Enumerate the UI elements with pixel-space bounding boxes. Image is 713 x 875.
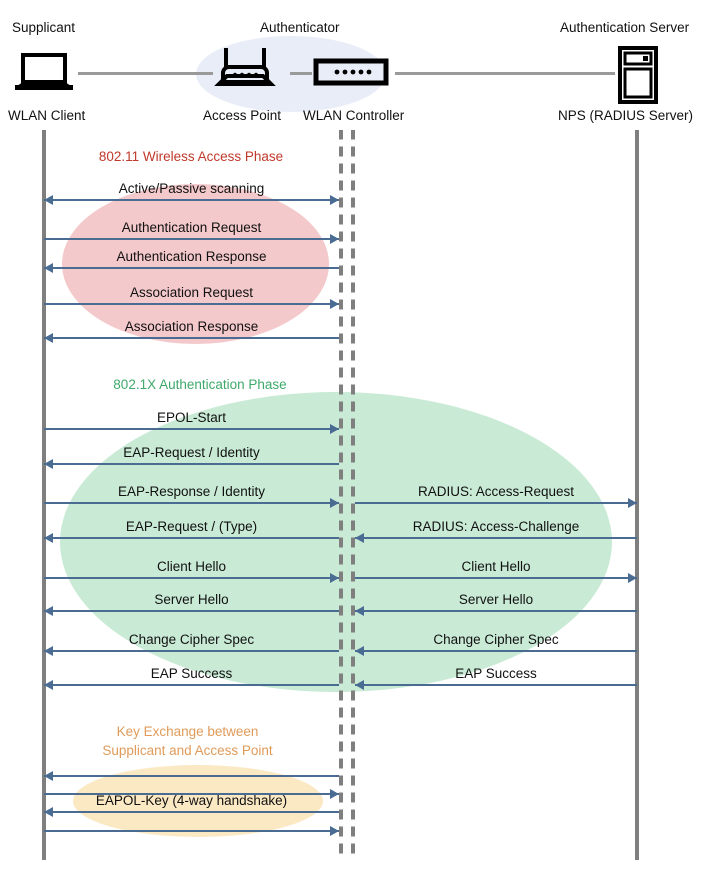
server-tower-icon: [617, 46, 659, 109]
actor-title-authentication-server: Authentication Server: [560, 20, 690, 35]
message-line-eapol-key-3: [44, 811, 339, 813]
message-line-change-cipher-spec-right: [355, 650, 637, 652]
arrowhead-left-eapol-key-3: [44, 807, 53, 817]
arrowhead-left-association-response: [44, 333, 53, 343]
lifeline-authentication-server: [635, 130, 639, 860]
arrowhead-left-authentication-response: [44, 263, 53, 273]
phase-label-key-exchange-line1: Key Exchange between: [116, 724, 259, 739]
lifeline-authenticator-a: [339, 130, 343, 860]
message-label-radius-access-challenge: RADIUS: Access-Challenge: [412, 519, 580, 534]
message-label-eap-success-right: EAP Success: [455, 666, 537, 681]
actor-title-authenticator: Authenticator: [260, 20, 340, 35]
wire-ap-to-controller: [290, 72, 312, 75]
phase-ellipse-dot1x-authentication: [60, 392, 612, 692]
actor-caption-nps-radius-server: NPS (RADIUS Server): [558, 108, 694, 123]
message-line-radius-access-request: [355, 502, 637, 504]
arrowhead-right-radius-access-request: [628, 498, 637, 508]
message-label-server-hello-right: Server Hello: [458, 592, 534, 607]
message-line-eap-request-type: [44, 537, 339, 539]
wire-controller-to-server: [395, 72, 615, 75]
laptop-icon: [12, 52, 76, 99]
message-label-association-response: Association Response: [124, 319, 259, 334]
arrowhead-right-active-passive-scanning: [330, 195, 339, 205]
arrowhead-right-client-hello-right: [628, 573, 637, 583]
message-label-eap-success-left: EAP Success: [150, 666, 233, 681]
message-line-eap-request-identity: [44, 463, 339, 465]
message-label-change-cipher-spec-left: Change Cipher Spec: [128, 632, 255, 647]
arrowhead-right-eap-response-identity: [330, 498, 339, 508]
phase-label-key-exchange-line2: Supplicant and Access Point: [102, 743, 273, 758]
arrowhead-left-radius-access-challenge: [355, 533, 364, 543]
message-line-association-request: [44, 303, 339, 305]
message-label-server-hello-left: Server Hello: [154, 592, 229, 607]
wireless-router-icon: [213, 46, 277, 99]
arrowhead-left-change-cipher-spec-right: [355, 646, 364, 656]
message-line-eapol-key-2: [44, 793, 339, 795]
message-label-change-cipher-spec-right: Change Cipher Spec: [433, 632, 559, 647]
message-line-authentication-response: [44, 267, 339, 269]
message-line-eapol-key-1: [44, 775, 339, 777]
message-label-association-request: Association Request: [129, 285, 254, 300]
arrowhead-left-eap-request-type: [44, 533, 53, 543]
arrowhead-right-eapol-key-2: [330, 789, 339, 799]
message-line-authentication-request: [44, 238, 339, 240]
actor-caption-access-point: Access Point: [203, 108, 282, 123]
arrowhead-right-client-hello-left: [330, 573, 339, 583]
phase-ellipse-key-exchange: [73, 765, 323, 837]
arrowhead-right-eapol-key-4: [330, 826, 339, 836]
message-label-client-hello-left: Client Hello: [156, 559, 227, 574]
message-line-eap-response-identity: [44, 502, 339, 504]
message-label-authentication-request: Authentication Request: [121, 220, 262, 235]
arrowhead-left-eap-success-right: [355, 680, 364, 690]
arrowhead-left-active-passive-scanning: [44, 195, 53, 205]
phase-label-key-exchange: Key Exchange between Supplicant and Acce…: [80, 722, 295, 760]
message-line-eapol-start: [44, 428, 339, 430]
message-label-active-passive-scanning: Active/Passive scanning: [118, 181, 265, 196]
message-line-client-hello-right: [355, 577, 637, 579]
message-label-eap-request-type: EAP-Request / (Type): [125, 519, 258, 534]
arrowhead-left-eap-request-identity: [44, 459, 53, 469]
lifeline-authenticator-b: [351, 130, 355, 860]
message-label-eap-request-identity: EAP-Request / Identity: [123, 445, 260, 460]
actor-caption-wlan-client: WLAN Client: [8, 108, 86, 123]
message-line-eap-success-right: [355, 684, 637, 686]
message-label-eapol-start: EPOL-Start: [156, 410, 227, 425]
arrowhead-right-authentication-request: [330, 234, 339, 244]
arrowhead-left-eap-success-left: [44, 680, 53, 690]
lifeline-supplicant: [42, 130, 46, 860]
arrowhead-left-server-hello-right: [355, 606, 364, 616]
message-label-eap-response-identity: EAP-Response / Identity: [117, 484, 266, 499]
message-line-client-hello-left: [44, 577, 339, 579]
phase-label-dot1x-authentication: 802.1X Authentication Phase: [113, 377, 287, 392]
message-line-change-cipher-spec-left: [44, 650, 339, 652]
arrowhead-left-eapol-key-1: [44, 771, 53, 781]
message-label-eapol-key-3: EAPOL-Key (4-way handshake): [95, 793, 288, 808]
message-label-radius-access-request: RADIUS: Access-Request: [417, 484, 575, 499]
message-label-client-hello-right: Client Hello: [461, 559, 531, 574]
message-label-authentication-response: Authentication Response: [116, 249, 267, 264]
arrowhead-left-server-hello-left: [44, 606, 53, 616]
message-line-server-hello-right: [355, 610, 637, 612]
wire-client-to-ap: [78, 72, 213, 75]
message-line-association-response: [44, 337, 339, 339]
actor-caption-wlan-controller: WLAN Controller: [303, 108, 405, 123]
arrowhead-right-eapol-start: [330, 424, 339, 434]
phase-label-wireless-access: 802.11 Wireless Access Phase: [98, 149, 284, 164]
message-line-radius-access-challenge: [355, 537, 637, 539]
actor-title-supplicant: Supplicant: [12, 20, 76, 35]
message-line-eapol-key-4: [44, 830, 339, 832]
message-line-eap-success-left: [44, 684, 339, 686]
phase-ellipse-wireless-access: [62, 184, 329, 344]
arrowhead-right-association-request: [330, 299, 339, 309]
network-switch-icon: [313, 58, 389, 91]
message-line-active-passive-scanning: [44, 199, 339, 201]
arrowhead-left-change-cipher-spec-left: [44, 646, 53, 656]
message-line-server-hello-left: [44, 610, 339, 612]
